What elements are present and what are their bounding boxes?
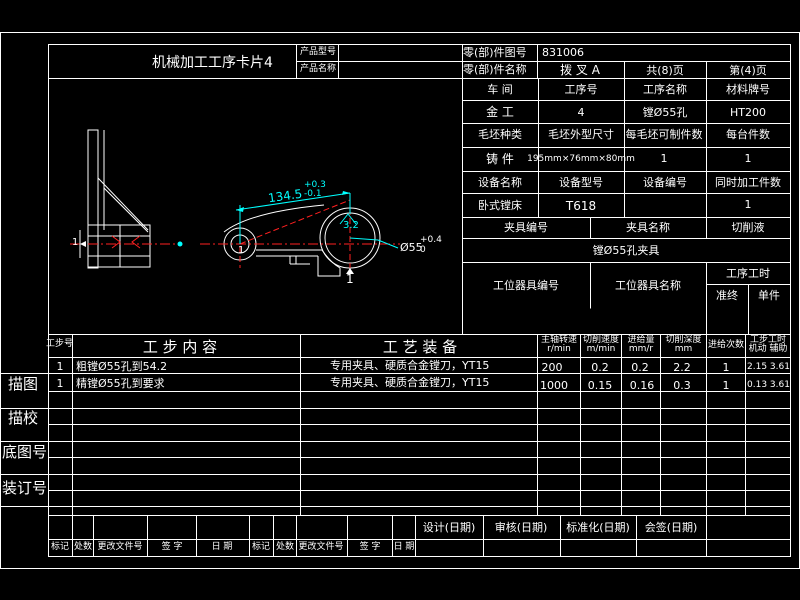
length-tolerance-upper: +0.3 [304, 180, 326, 190]
countersign-date-label: 会签(日期) [644, 521, 698, 534]
diameter-tolerance-lower: 0 [420, 245, 426, 255]
fixture-no-label: 夹具编号 [504, 221, 548, 234]
diameter-dimension: Ø55 [400, 241, 423, 254]
step-equipment-header: 工 艺 装 备 [382, 338, 458, 356]
unit-time-label: 单件 [758, 289, 780, 302]
part-name-label: 零(部)件名称 [463, 63, 527, 76]
base-drawing-no-label: 底图号 [2, 443, 48, 461]
datum-left: 1 [72, 237, 79, 248]
passes-header: 进给次数 [707, 340, 745, 350]
equipment-model-label: 设备型号 [559, 176, 603, 189]
step-time: 2.15 3.61 [747, 362, 790, 372]
part-side-view [70, 129, 183, 269]
step-no: 1 [56, 360, 64, 373]
review-date-label: 审核(日期) [494, 521, 548, 534]
step-equipment: 专用夹具、硬质合金镗刀，YT15 [330, 359, 490, 372]
process-name: 镗Ø55孔 [642, 106, 688, 119]
date-label: 日 期 [211, 542, 233, 552]
workshop-label: 车 间 [487, 83, 513, 96]
equipment-no-label: 设备编号 [643, 176, 687, 189]
process-time-label: 工序工时 [726, 267, 770, 280]
depth-header: 切削深度 mm [665, 335, 702, 354]
coolant-label: 切削液 [731, 221, 765, 234]
station-no-label: 工位器具编号 [493, 279, 559, 292]
binding-no-label: 装订号 [2, 479, 48, 497]
parts-per-unit-label: 每台件数 [726, 128, 770, 141]
datum-bottom: 1 [346, 272, 354, 286]
cutting-speed-header: 切削速度 m/min [582, 335, 619, 354]
design-date-label: 设计(日期) [422, 521, 476, 534]
equipment-model: T618 [565, 199, 597, 213]
simultaneous-parts-label: 同时加工件数 [715, 176, 781, 189]
equipment-name: 卧式镗床 [478, 199, 522, 212]
revision-count-label-2: 处数 [275, 542, 295, 552]
prep-time-label: 准终 [716, 289, 738, 302]
material-label: 材料牌号 [726, 83, 770, 96]
step-content: 粗镗Ø55孔到54.2 [76, 360, 168, 373]
parts-per-blank-label: 每毛坯可制件数 [625, 128, 703, 141]
station-name-label: 工位器具名称 [615, 279, 681, 292]
depth: 2.2 [673, 361, 691, 374]
table-grid [0, 32, 800, 569]
blank-size: 195mm×76mm×80mm [527, 154, 635, 164]
part-name: 拨 叉 A [560, 63, 600, 77]
step-no: 1 [56, 377, 64, 390]
change-file-label-2: 更改文件号 [298, 542, 344, 552]
simultaneous-parts: 1 [744, 198, 752, 211]
feed: 0.2 [631, 361, 649, 374]
blank-type-label: 毛坯种类 [478, 128, 522, 141]
trace-check-label: 描校 [8, 409, 39, 427]
step-time-header: 工步工时 机动 辅助 [748, 335, 788, 354]
signature-label-2: 签 字 [359, 542, 381, 552]
cutting-speed: 0.15 [587, 379, 613, 392]
fixture-name-label: 夹具名称 [626, 221, 670, 234]
standardization-date-label: 标准化(日期) [566, 521, 630, 534]
step-no-header: 工步号 [46, 339, 74, 349]
datum-hole: 1 [238, 245, 245, 256]
revision-mark-label-2: 标记 [251, 542, 271, 552]
passes: 1 [722, 361, 730, 374]
parts-per-blank: 1 [660, 152, 668, 165]
change-file-label: 更改文件号 [97, 542, 143, 552]
equipment-name-label: 设备名称 [478, 176, 522, 189]
revision-mark-label: 标记 [50, 542, 70, 552]
cutting-speed: 0.2 [591, 361, 609, 374]
parts-per-unit: 1 [744, 152, 752, 165]
length-tolerance-lower: -0.1 [304, 189, 322, 199]
product-name-label: 产品名称 [300, 64, 337, 74]
depth: 0.3 [673, 379, 691, 392]
step-content: 精镗Ø55孔到要求 [76, 377, 165, 390]
signature-label: 签 字 [161, 542, 183, 552]
blank-size-label: 毛坯外型尺寸 [548, 128, 614, 141]
spindle-speed-header: 主轴转速 r/min [540, 335, 577, 354]
card-title: 机械加工工序卡片4 [152, 55, 273, 71]
material: HT200 [730, 106, 766, 119]
revision-count-label: 处数 [73, 542, 93, 552]
total-pages: 共(8)页 [646, 64, 684, 77]
trace-label: 描图 [8, 375, 39, 393]
feed: 0.16 [629, 379, 655, 392]
step-time: 0.13 3.61 [747, 380, 790, 390]
step-content-header: 工 步 内 容 [142, 338, 218, 356]
part-front-view [200, 191, 400, 280]
page-no: 第(4)页 [729, 64, 767, 77]
spindle-speed: 1000 [540, 379, 568, 392]
product-model-label: 产品型号 [300, 47, 337, 57]
passes: 1 [722, 379, 730, 392]
part-no-label: 零(部)件图号 [463, 46, 527, 59]
process-no-label: 工序号 [564, 83, 598, 96]
roughness-value: 3.2 [343, 220, 359, 231]
process-no: 4 [577, 106, 585, 119]
workshop: 金 工 [486, 105, 514, 119]
spindle-speed: 200 [541, 361, 563, 374]
feed-header: 进给量 mm/r [627, 335, 655, 354]
step-equipment: 专用夹具、硬质合金镗刀，YT15 [330, 376, 490, 389]
blank-type: 铸 件 [486, 152, 514, 166]
part-no: 831006 [542, 46, 584, 59]
fixture-name: 镗Ø55孔夹具 [592, 244, 660, 257]
diameter-tolerance-upper: +0.4 [420, 235, 442, 245]
process-name-label: 工序名称 [643, 83, 687, 96]
date-label-2: 日 期 [393, 542, 415, 552]
